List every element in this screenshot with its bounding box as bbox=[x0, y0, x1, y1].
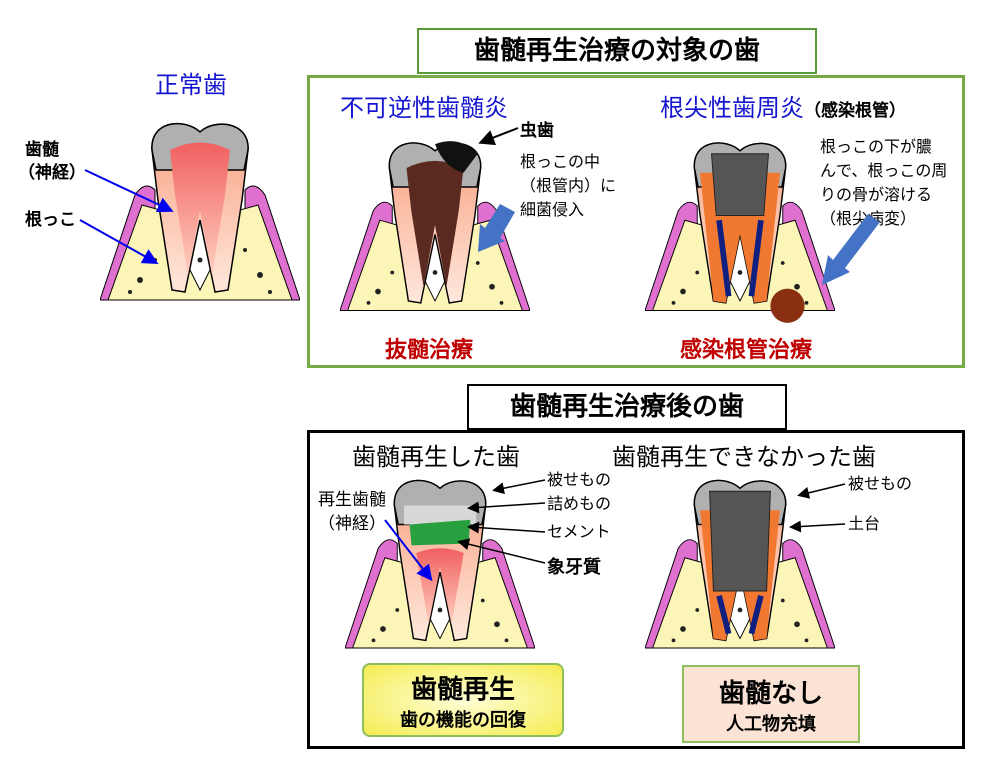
pulpitis-tooth-illustration bbox=[340, 141, 530, 325]
regenerated-pulp-label-line: （神経） bbox=[318, 514, 386, 534]
regenerated-badge: 歯髄再生 歯の機能の回復 bbox=[362, 663, 564, 737]
periodontitis-note-line: んで、根っこの周 bbox=[820, 161, 948, 180]
bacteria-invasion-arrow bbox=[478, 204, 515, 252]
label-cement: セメント bbox=[547, 522, 611, 541]
target-section-frame bbox=[307, 75, 965, 368]
failed-badge-main: 歯髄なし bbox=[718, 679, 823, 709]
label-filling: 詰めもの bbox=[547, 494, 612, 513]
normal-root-label: 根っこ bbox=[25, 210, 76, 230]
pulpitis-treatment: 抜髄治療 bbox=[385, 338, 474, 363]
failed-crown-arrow bbox=[797, 483, 846, 499]
after-section-title: 歯髄再生治療後の歯 bbox=[467, 384, 787, 430]
crown-pointer-arrow bbox=[492, 479, 546, 495]
failed-label-core: 土台 bbox=[848, 514, 881, 533]
normal-title: 正常歯 bbox=[155, 71, 227, 99]
after-section-frame bbox=[307, 430, 965, 749]
failed-tooth-illustration bbox=[645, 465, 835, 660]
pulpitis-note-line: （根管内）に bbox=[520, 176, 617, 195]
cement-pointer-arrow bbox=[467, 521, 546, 534]
label-dentin: 象牙質 bbox=[547, 557, 601, 578]
caries-label: 虫歯 bbox=[520, 121, 554, 141]
pulpitis-title: 不可逆性歯髄炎 bbox=[340, 94, 508, 122]
pulp-pointer-arrow bbox=[84, 169, 174, 213]
regenerated-pulp-arrow bbox=[384, 519, 433, 582]
caries-pointer-arrow bbox=[478, 127, 519, 146]
target-section-title: 歯髄再生治療の対象の歯 bbox=[417, 28, 817, 74]
normal-tooth-illustration bbox=[95, 110, 305, 310]
periodontitis-title: 根尖性歯周炎（感染根管） bbox=[660, 88, 906, 123]
pulpitis-note-line: 根っこの中 bbox=[520, 152, 601, 171]
core-pointer-arrow bbox=[789, 520, 846, 533]
dentin-pointer-arrow bbox=[457, 538, 546, 564]
lesion-pointer-arrow bbox=[822, 214, 880, 285]
regenerated-pulp-label: 再生歯髄 （神経） bbox=[318, 488, 386, 536]
root-pointer-arrow bbox=[79, 219, 159, 264]
regenerated-pulp-label-line: 再生歯髄 bbox=[318, 490, 386, 510]
failed-label-crown: 被せもの bbox=[848, 474, 913, 493]
periodontitis-tooth-illustration bbox=[645, 125, 835, 323]
pulpitis-note: 根っこの中 （根管内）に 細菌侵入 bbox=[520, 150, 616, 222]
failed-title: 歯髄再生できなかった歯 bbox=[612, 443, 876, 471]
regenerated-title: 歯髄再生した歯 bbox=[352, 443, 520, 471]
periodontitis-note: 根っこの下が膿 んで、根っこの周 りの骨が溶ける （根尖病変） bbox=[820, 135, 947, 231]
normal-pulp-label: 歯髄 bbox=[25, 140, 59, 160]
normal-pulp-label-2: （神経） bbox=[18, 163, 86, 183]
periodontitis-title-suffix: （感染根管） bbox=[804, 101, 906, 121]
failed-badge-sub: 人工物充填 bbox=[726, 714, 816, 735]
regenerated-badge-sub: 歯の機能の回復 bbox=[400, 710, 526, 731]
regenerated-badge-main: 歯髄再生 bbox=[410, 675, 515, 705]
label-crown: 被せもの bbox=[547, 470, 612, 489]
failed-badge: 歯髄なし 人工物充填 bbox=[682, 665, 860, 743]
filling-pointer-arrow bbox=[467, 501, 546, 514]
periodontitis-treatment: 感染根管治療 bbox=[680, 338, 813, 363]
periodontitis-note-line: りの骨が溶ける bbox=[820, 185, 933, 204]
periodontitis-title-text: 根尖性歯周炎 bbox=[660, 94, 804, 122]
pulpitis-note-line: 細菌侵入 bbox=[520, 200, 585, 219]
periodontitis-note-line: 根っこの下が膿 bbox=[820, 137, 933, 156]
